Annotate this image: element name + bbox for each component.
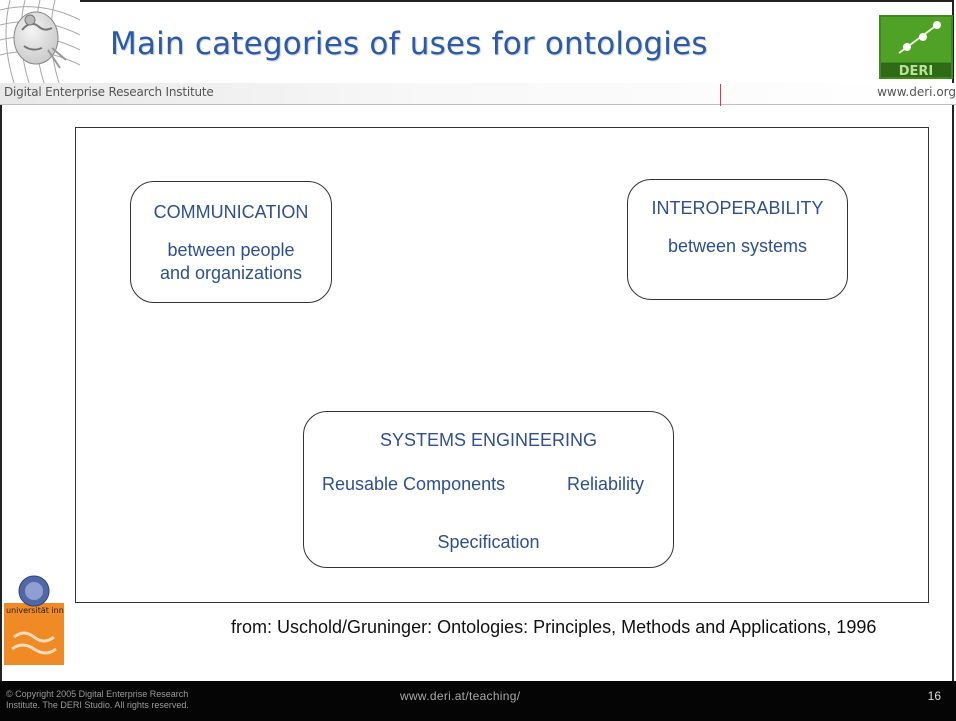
slide-header: Main categories of uses for ontologies D… — [0, 0, 956, 90]
institute-name: Digital Enterprise Research Institute — [4, 85, 214, 99]
university-logo-text: universität innsbruck — [6, 606, 64, 615]
copyright-line2: Institute. The DERI Studio. All rights r… — [6, 700, 189, 710]
site-url: www.deri.org — [877, 85, 956, 99]
copyright-text: © Copyright 2005 Digital Enterprise Rese… — [6, 689, 256, 711]
systems-engineering-box: SYSTEMS ENGINEERING Reusable Components … — [303, 411, 674, 568]
teaching-url-link[interactable]: www.deri.at/teaching/ — [400, 689, 521, 703]
interoperability-box: INTEROPERABILITY between systems — [627, 179, 848, 300]
deri-logo-text: DERI — [899, 64, 934, 79]
reliability-label: Reliability — [567, 474, 645, 494]
source-citation: from: Uschold/Gruninger: Ontologies: Pri… — [231, 617, 877, 637]
deri-logo-icon: DERI — [879, 15, 953, 79]
interoperability-line1: between systems — [667, 236, 808, 256]
systems-engineering-title: SYSTEMS ENGINEERING — [379, 430, 598, 450]
communication-line1: between people — [167, 240, 295, 260]
communication-title: COMMUNICATION — [153, 202, 309, 222]
red-divider — [720, 84, 721, 106]
specification-label: Specification — [437, 532, 540, 552]
copyright-line1: © Copyright 2005 Digital Enterprise Rese… — [6, 689, 189, 699]
subheader-bar: Digital Enterprise Research Institute ww… — [0, 83, 956, 105]
page-number: 16 — [927, 689, 941, 703]
globe-logo-icon — [0, 0, 80, 86]
communication-line2: and organizations — [159, 263, 303, 283]
reusable-components-label: Reusable Components — [322, 474, 506, 494]
slide-title: Main categories of uses for ontologies — [110, 26, 708, 62]
interoperability-title: INTEROPERABILITY — [651, 198, 824, 218]
footer-bar: © Copyright 2005 Digital Enterprise Rese… — [0, 681, 956, 721]
diagram-frame — [75, 127, 929, 603]
communication-box: COMMUNICATION between people and organiz… — [130, 181, 332, 303]
university-logo-icon: universität innsbruck — [4, 573, 64, 665]
